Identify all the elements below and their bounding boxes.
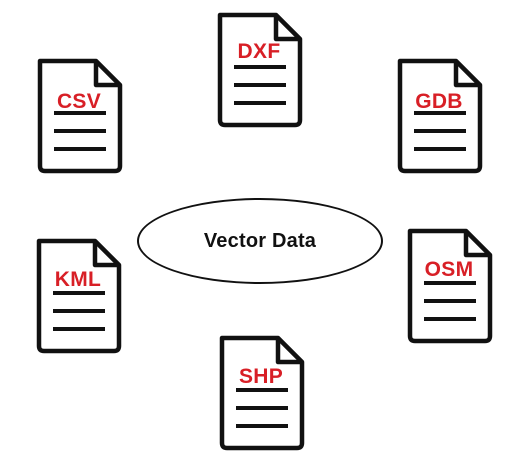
document-label-dxf: DXF	[237, 40, 281, 63]
document-icon	[37, 58, 123, 174]
document-label-csv: CSV	[56, 90, 102, 113]
document-icon	[36, 238, 122, 354]
document-icon	[397, 58, 483, 174]
document-osm: OSM	[404, 228, 494, 344]
document-label-osm: OSM	[424, 258, 474, 281]
document-dxf: DXF	[214, 12, 304, 128]
document-shp: SHP	[216, 335, 306, 451]
document-icon	[219, 335, 305, 451]
document-label-shp: SHP	[238, 365, 284, 388]
document-label-kml: KML	[54, 268, 102, 291]
center-label: Vector Data	[203, 229, 317, 252]
document-csv: CSV	[34, 58, 124, 174]
document-icon	[217, 12, 303, 128]
document-icon	[407, 228, 493, 344]
document-gdb: GDB	[394, 58, 484, 174]
vector-data-ellipse: Vector Data	[137, 198, 383, 284]
document-kml: KML	[33, 238, 123, 354]
document-label-gdb: GDB	[415, 90, 463, 113]
